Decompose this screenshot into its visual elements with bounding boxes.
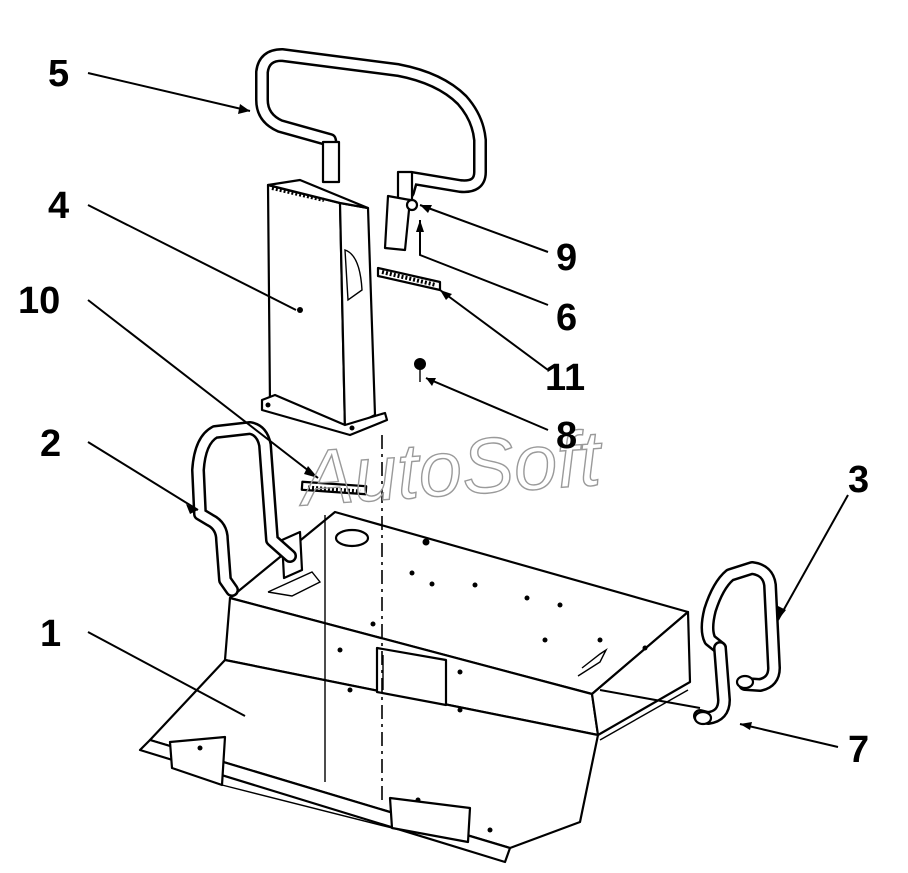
bolt-9 xyxy=(405,198,419,212)
callout-5: 5 xyxy=(48,53,69,95)
callout-1: 1 xyxy=(40,613,61,655)
bolt-8 xyxy=(414,358,426,382)
strip-10 xyxy=(300,480,368,496)
callout-6: 6 xyxy=(556,297,577,339)
callout-9: 9 xyxy=(556,237,577,279)
callout-2: 2 xyxy=(40,423,61,465)
strip-11 xyxy=(376,266,442,292)
callout-8: 8 xyxy=(556,415,577,457)
column-4 xyxy=(260,178,389,437)
callout-10: 10 xyxy=(18,280,60,322)
mounting-holes xyxy=(197,538,648,833)
base-frame xyxy=(138,510,692,864)
top-handle-5 xyxy=(255,48,487,252)
callout-11: 11 xyxy=(545,357,585,399)
callout-3: 3 xyxy=(848,459,869,501)
side-handle-3 xyxy=(693,561,781,726)
leader-lines xyxy=(87,72,849,748)
callout-labels: 5 4 10 2 1 3 9 6 11 8 7 xyxy=(18,53,869,771)
callout-4: 4 xyxy=(48,185,69,227)
callout-7: 7 xyxy=(848,729,869,771)
